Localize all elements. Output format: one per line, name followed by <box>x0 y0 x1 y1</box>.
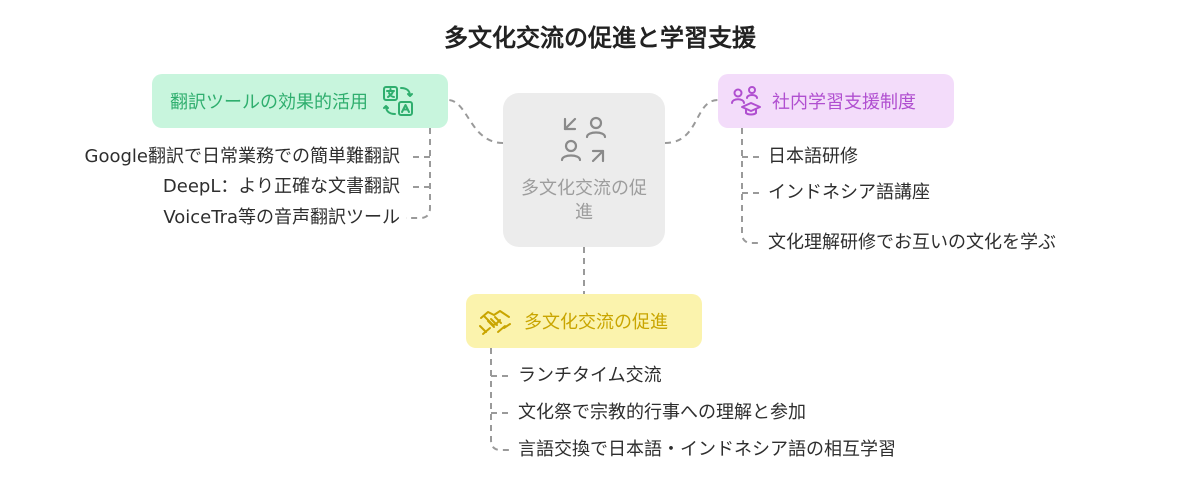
right-item-3: 文化理解研修でお互いの文化を学ぶ <box>768 232 1056 253</box>
diagram-title: 多文化交流の促進と学習支援 <box>444 24 756 52</box>
branch-translation-tools: 翻訳ツールの効果的活用 <box>152 74 448 128</box>
study-group-icon <box>730 85 762 117</box>
branch-cultural-exchange: 多文化交流の促進 <box>466 294 702 348</box>
branch-translation-label: 翻訳ツールの効果的活用 <box>170 92 368 113</box>
branch-learning-support: 社内学習支援制度 <box>718 74 954 128</box>
bottom-item-2: 文化祭で宗教的行事への理解と参加 <box>518 402 806 423</box>
left-item-2: DeepL：より正確な文書翻訳 <box>162 176 400 197</box>
connector-center-left <box>447 99 504 144</box>
center-node: 多文化交流の促進 <box>503 93 665 247</box>
left-item-1: Google翻訳で日常業務での簡単難翻訳 <box>84 146 400 167</box>
connector-right-trunk <box>741 128 762 244</box>
right-item-2: インドネシア語講座 <box>768 182 930 203</box>
left-item-3: VoiceTra等の音声翻訳ツール <box>163 207 400 228</box>
center-label: 多文化交流の促進 <box>521 178 647 223</box>
people-swap-icon <box>559 115 609 169</box>
right-item-1: 日本語研修 <box>768 146 858 167</box>
bottom-item-1: ランチタイム交流 <box>518 365 662 386</box>
connector-center-right <box>664 99 719 144</box>
branch-learning-label: 社内学習支援制度 <box>772 92 916 113</box>
connector-bottom-trunk <box>490 348 511 451</box>
handshake-icon <box>478 304 512 338</box>
translate-icon <box>382 85 414 117</box>
branch-exchange-label: 多文化交流の促進 <box>524 312 668 333</box>
connector-left-trunk <box>406 128 431 219</box>
bottom-item-3: 言語交換で日本語・インドネシア語の相互学習 <box>518 439 896 460</box>
